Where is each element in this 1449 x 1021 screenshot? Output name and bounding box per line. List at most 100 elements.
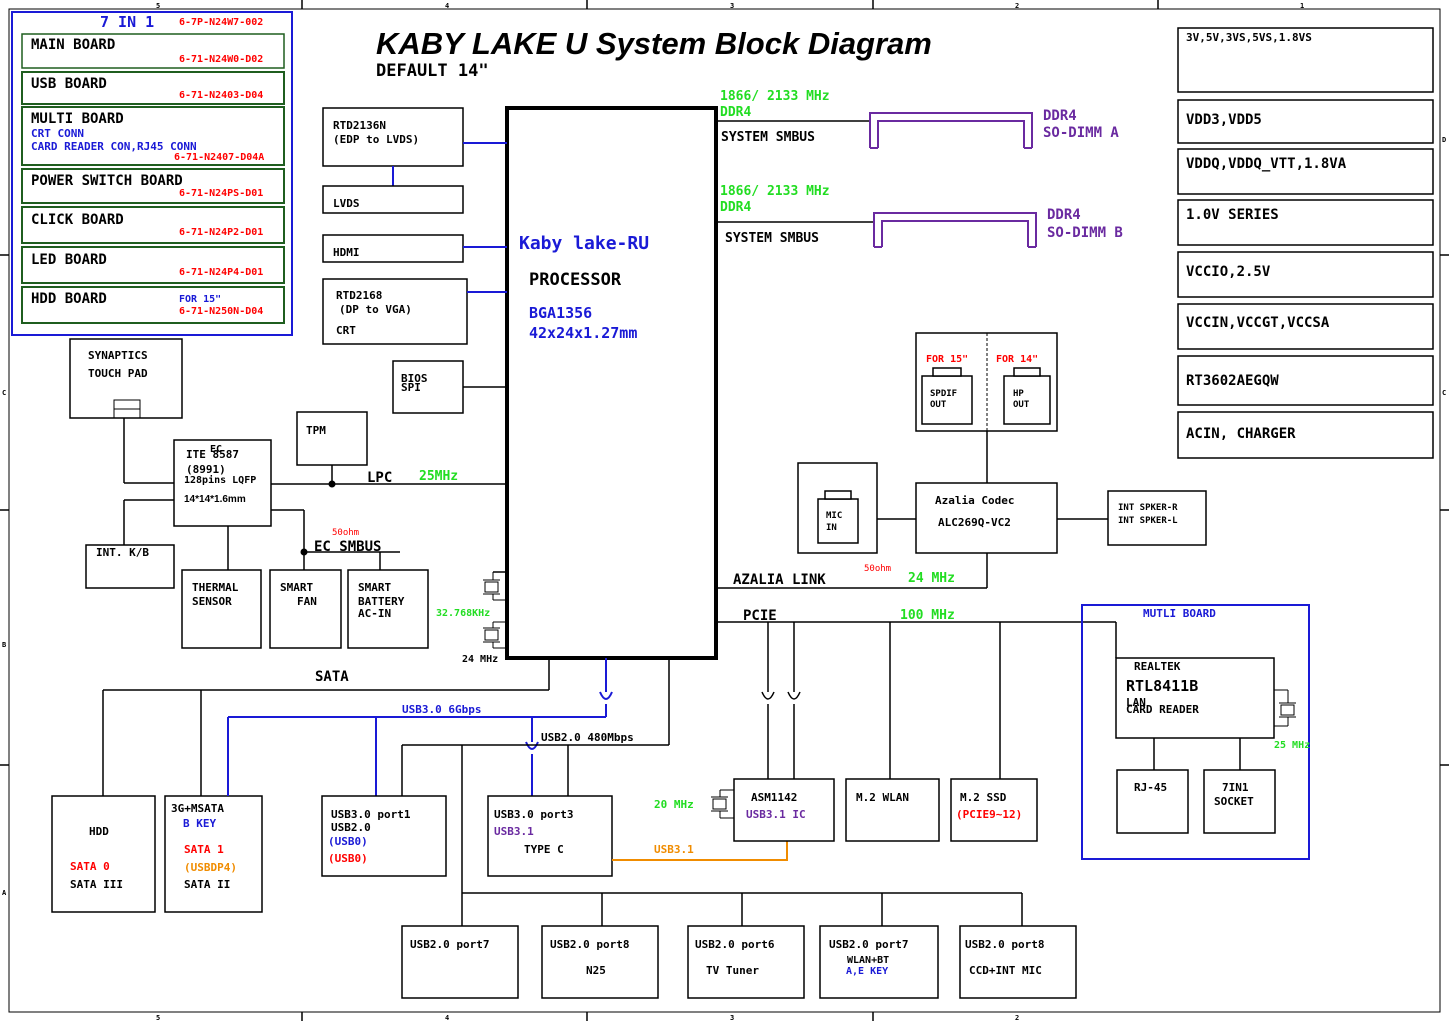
col-bottom-3: 3 [730, 1014, 734, 1021]
board-pn-hdd: 6-71-N250N-D04 [179, 306, 263, 317]
fan-label: SMART [280, 581, 313, 594]
rtd2168-desc: (DP to VGA) [339, 303, 412, 316]
acin-name: AC-IN [358, 607, 391, 620]
multi-board-section: MUTLI BOARD REALTEK RTL8411B LAN CARD RE… [1081, 604, 1310, 860]
touchpad-vendor: SYNAPTICS [88, 349, 148, 362]
ec-smbus-ohm: 50ohm [332, 528, 359, 538]
pcie-section: PCIE 100 MHz [716, 608, 1117, 779]
mem-b-freq: 1866/ 2133 MHz [720, 184, 830, 199]
thermal-label: THERMAL [192, 581, 239, 594]
crt-label: CRT [336, 324, 356, 337]
tpm-label: TPM [306, 424, 326, 437]
usb-port3-typec: TYPE C [524, 843, 564, 856]
display-section: RTD2136N (EDP to LVDS) LVDS HDMI RTD2168… [322, 107, 507, 414]
spi-label: SPI [401, 381, 421, 394]
board-name-click: CLICK BOARD [31, 212, 124, 228]
col-top-3: 3 [730, 2, 734, 10]
row-c-right: C [1442, 389, 1446, 397]
codec-label: Azalia Codec [935, 494, 1014, 507]
audio-section: FOR 15" FOR 14" SPDIF OUT HP OUT MIC IN … [716, 332, 1207, 589]
board-pn-main: 6-71-N24W0-D02 [179, 54, 263, 65]
for15-label: FOR 15" [926, 354, 968, 365]
usb2-port8b-label: USB2.0 port8 [965, 938, 1044, 951]
socket-7in1: 7IN1 [1222, 781, 1249, 794]
sata-label: SATA [315, 669, 349, 685]
speaker-l: INT SPKER-L [1118, 516, 1178, 526]
cpu-block: Kaby lake-RU PROCESSOR BGA1356 42x24x1.2… [505, 106, 718, 660]
azalia-ohm: 50ohm [864, 564, 891, 574]
boards-panel: 7 IN 1 6-7P-N24W7-002 MAIN BOARD 6-71-N2… [11, 11, 293, 336]
keyboard-label: INT. K/B [96, 546, 149, 559]
dimm-a-ddr: DDR4 [1043, 108, 1077, 124]
page-subtitle: DEFAULT 14" [376, 61, 489, 81]
board-name-hdd: HDD BOARD [31, 291, 107, 307]
board-name-multi: MULTI BOARD [31, 111, 124, 127]
msata-label: 3G+MSATA [171, 802, 224, 815]
row-d: D [1442, 136, 1446, 144]
usb2-port7b-key: A,E KEY [846, 966, 888, 977]
mem-b-smbus: SYSTEM SMBUS [725, 231, 819, 246]
cpu-size: 42x24x1.27mm [529, 324, 637, 342]
dimm-b-name: SO-DIMM B [1047, 225, 1123, 241]
realtek-lan: LAN [1126, 696, 1146, 709]
usb2-port7b-label: USB2.0 port7 [829, 938, 908, 951]
xtal-32k: 32.768KHz [436, 608, 490, 619]
usb2-port6-label: USB2.0 port6 [695, 938, 775, 951]
cpu-label: PROCESSOR [529, 270, 622, 290]
mem-b-ddr: DDR4 [720, 200, 751, 215]
board-pn-multi: 6-71-N2407-D04A [174, 152, 264, 163]
asm1142-label: ASM1142 [751, 791, 797, 804]
realtek-chip: RTL8411B [1126, 677, 1198, 695]
battery-label: SMART [358, 581, 391, 594]
asm1142-desc: USB3.1 IC [746, 808, 806, 821]
m2-ssd-pcie: (PCIE9~12) [956, 808, 1022, 821]
msata-sata1: SATA 1 [184, 843, 224, 856]
page-title: KABY LAKE U System Block Diagram [376, 26, 932, 61]
spdif-out: OUT [930, 400, 947, 410]
power-item-6: RT3602AEGQW [1186, 373, 1279, 389]
realtek-label: REALTEK [1134, 660, 1181, 673]
pcie-label: PCIE [743, 608, 777, 624]
pcie-freq: 100 MHz [900, 608, 955, 623]
board-pn-usb: 6-71-N2403-D04 [179, 90, 263, 101]
rj45-label: RJ-45 [1134, 781, 1167, 794]
usb2-port6-tv: TV Tuner [706, 964, 759, 977]
usb2-port7-label: USB2.0 port7 [410, 938, 489, 951]
hdd-sata0: SATA 0 [70, 860, 110, 873]
rtd2136-name: RTD2136N [333, 119, 386, 132]
usb2-bus-label: USB2.0 480Mbps [541, 731, 634, 744]
power-item-4: VCCIO,2.5V [1186, 264, 1271, 280]
row-b: B [2, 641, 6, 649]
crystal-20m-icon [711, 789, 734, 819]
hdd-sata3: SATA III [70, 878, 123, 891]
ec-label: EC [210, 444, 222, 455]
m2-ssd-label: M.2 SSD [960, 791, 1007, 804]
dimm-b-ddr: DDR4 [1047, 207, 1081, 223]
usb2-port8b-ccd: CCD+INT MIC [969, 964, 1042, 977]
lpc-freq: 25MHz [419, 469, 458, 484]
power-item-0: 3V,5V,3VS,5VS,1.8VS [1186, 31, 1312, 44]
cpu-name: Kaby lake-RU [519, 233, 649, 254]
hp-label: HP [1013, 389, 1024, 399]
mic-in: IN [826, 523, 837, 533]
rtd2136-desc: (EDP to LVDS) [333, 133, 419, 146]
m2-wlan-label: M.2 WLAN [856, 791, 909, 804]
mem-a-freq: 1866/ 2133 MHz [720, 89, 830, 104]
mem-a-smbus: SYSTEM SMBUS [721, 130, 815, 145]
power-item-5: VCCIN,VCCGT,VCCSA [1186, 315, 1330, 331]
crystal-32k-icon [483, 571, 507, 601]
board-pn-click: 6-71-N24P2-D01 [179, 227, 263, 238]
msata-usbdp4: (USBDP4) [184, 861, 237, 874]
crystal-24m-icon [483, 621, 507, 649]
col-bottom-4: 4 [445, 1014, 449, 1021]
codec-chip: ALC269Q-VC2 [938, 516, 1011, 529]
spdif-label: SPDIF [930, 389, 957, 399]
lpc-label: LPC [367, 470, 392, 486]
usb-port3-usb31: USB3.1 [494, 825, 534, 838]
usb-port1-label: USB3.0 port1 [331, 808, 411, 821]
usb31-link-label: USB3.1 [654, 843, 694, 856]
ec-chip: ITE 8587 [186, 448, 239, 461]
